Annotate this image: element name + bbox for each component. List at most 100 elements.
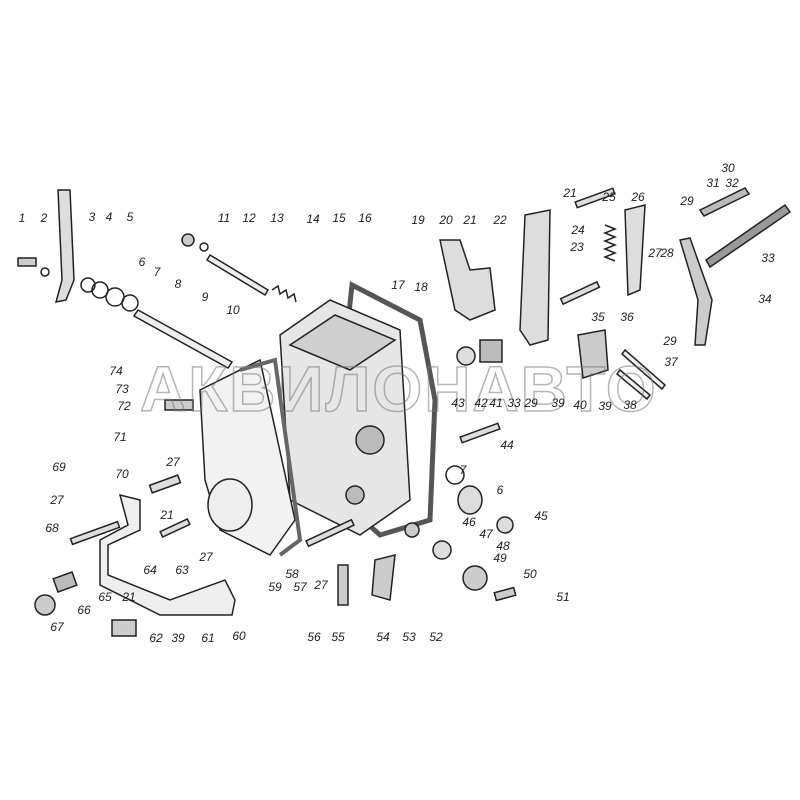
part-number-label: 55 — [331, 630, 345, 644]
part-number-label: 60 — [232, 629, 246, 643]
part-number-label: 42 — [474, 396, 488, 410]
part-number-label: 33 — [761, 251, 775, 265]
part-number-label: 56 — [307, 630, 321, 644]
part-number-label: 71 — [113, 430, 127, 444]
ring-part — [121, 294, 139, 312]
part-number-label: 39 — [171, 631, 185, 645]
pin-part — [615, 368, 652, 401]
lever-part — [371, 554, 396, 601]
part-number-label: 67 — [50, 620, 64, 634]
part-number-label: 29 — [524, 396, 538, 410]
bolt-part — [148, 474, 182, 494]
part-number-label: 12 — [242, 211, 256, 225]
lever-part — [624, 204, 646, 297]
part-number-label: 8 — [174, 277, 182, 291]
bolt-part — [459, 422, 501, 444]
part-number-label: 14 — [306, 212, 320, 226]
part-number-label: 66 — [77, 603, 91, 617]
lever-part — [519, 209, 551, 346]
part-number-label: 20 — [439, 213, 453, 227]
part-number-label: 68 — [45, 521, 59, 535]
part-number-label: 28 — [660, 246, 674, 260]
part-number-label: 38 — [623, 398, 637, 412]
part-number-label: 54 — [376, 630, 390, 644]
part-number-label: 29 — [680, 194, 694, 208]
part-number-label: 59 — [268, 580, 282, 594]
part-number-label: 43 — [451, 396, 465, 410]
part-number-label: 33 — [507, 396, 521, 410]
spring-part — [602, 224, 618, 262]
part-number-label: 39 — [598, 399, 612, 413]
fitting-part — [111, 619, 137, 637]
part-number-label: 9 — [201, 290, 209, 304]
part-number-label: 53 — [402, 630, 416, 644]
bracket-part — [99, 493, 236, 616]
part-number-label: 31 — [706, 176, 720, 190]
part-number-label: 52 — [429, 630, 443, 644]
nut-part — [34, 594, 56, 616]
part-number-label: 6 — [138, 255, 146, 269]
part-number-label: 21 — [122, 590, 136, 604]
part-number-label: 48 — [496, 539, 510, 553]
spring-part — [271, 284, 297, 303]
part-number-label: 19 — [411, 213, 425, 227]
part-number-label: 47 — [479, 527, 493, 541]
bolt-part — [493, 586, 517, 602]
part-number-label: 36 — [620, 310, 634, 324]
part-number-label: 2 — [40, 211, 48, 225]
rod-part — [205, 253, 270, 297]
spring-part — [479, 339, 503, 363]
part-number-label: 44 — [500, 438, 514, 452]
spring-part — [698, 187, 751, 217]
part-number-label: 61 — [201, 631, 215, 645]
part-number-label: 62 — [149, 631, 163, 645]
part-number-label: 45 — [534, 509, 548, 523]
part-number-label: 22 — [493, 213, 507, 227]
part-number-label: 1 — [18, 211, 26, 225]
ring-part — [80, 277, 96, 293]
part-number-label: 26 — [631, 190, 645, 204]
part-number-label: 13 — [270, 211, 284, 225]
part-number-label: 27 — [199, 550, 213, 564]
ring-part — [445, 465, 465, 485]
lever-part — [54, 189, 75, 303]
part-number-label: 23 — [570, 240, 584, 254]
part-number-label: 4 — [105, 210, 113, 224]
part-number-label: 46 — [462, 515, 476, 529]
part-number-label: 34 — [758, 292, 772, 306]
part-number-label: 73 — [115, 382, 129, 396]
plug-part — [404, 522, 420, 538]
part-number-label: 64 — [143, 563, 157, 577]
part-number-label: 24 — [571, 223, 585, 237]
part-number-label: 3 — [88, 210, 96, 224]
bolt-part — [559, 280, 601, 306]
part-number-label: 27 — [166, 455, 180, 469]
part-number-label: 37 — [664, 355, 678, 369]
bracket-part — [439, 239, 496, 321]
part-number-label: 70 — [115, 467, 129, 481]
part-number-label: 40 — [573, 398, 587, 412]
bolt-part — [574, 187, 616, 209]
bar-part — [705, 203, 792, 269]
part-number-label: 65 — [98, 590, 112, 604]
part-number-label: 27 — [648, 246, 662, 260]
plug-part — [181, 233, 195, 247]
part-number-label: 16 — [358, 211, 372, 225]
block-part — [577, 329, 609, 379]
bushing-part — [432, 540, 452, 560]
part-number-label: 5 — [126, 210, 134, 224]
bolt-part — [69, 520, 121, 546]
part-number-label: 57 — [293, 580, 307, 594]
bolt-part — [164, 399, 194, 411]
part-number-label: 30 — [721, 161, 735, 175]
watermark: АКВИЛОНАВТО — [139, 352, 658, 426]
washer-part — [199, 242, 209, 252]
sleeve-part — [457, 485, 483, 515]
part-number-label: 39 — [551, 396, 565, 410]
part-number-label: 17 — [391, 278, 405, 292]
lever-part — [679, 237, 713, 346]
part-number-label: 58 — [285, 567, 299, 581]
part-number-label: 51 — [556, 590, 570, 604]
